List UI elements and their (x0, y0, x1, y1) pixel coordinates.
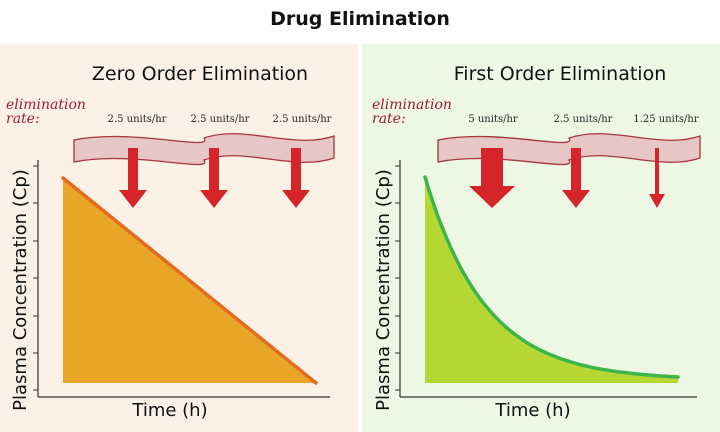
first-order-arrow-3 (649, 148, 665, 208)
zero-order-line (61, 176, 318, 385)
first-order-y-axis-label: Plasma Concentration (Cp) (373, 169, 394, 411)
first-order-rate-band (437, 133, 701, 166)
first-order-curve (423, 175, 680, 379)
first-order-rate-2: 2.5 units/hr (553, 114, 613, 125)
zero-order-rate-3: 2.5 units/hr (272, 114, 332, 125)
first-order-rate-3: 1.25 units/hr (633, 114, 699, 125)
first-order-arrow-1 (469, 148, 515, 208)
zero-order-panel-title: Zero Order Elimination (91, 63, 309, 85)
first-order-panel-title: First Order Elimination (453, 63, 667, 85)
first-order-area (425, 177, 678, 383)
first-order-rate-label: elimination rate: (372, 97, 452, 127)
zero-order-arrow-2 (200, 148, 228, 208)
first-order-rate-1: 5 units/hr (468, 114, 518, 125)
zero-order-rate-2: 2.5 units/hr (190, 114, 250, 125)
zero-order-rate-label: elimination rate: (6, 97, 86, 127)
zero-order-x-axis-label: Time (h) (132, 400, 208, 421)
zero-order-y-axis-label: Plasma Concentration (Cp) (10, 169, 31, 411)
first-order-x-axis-label: Time (h) (495, 400, 571, 421)
zero-order-arrow-3 (282, 148, 310, 208)
diagram-title: Drug Elimination (270, 8, 450, 30)
zero-order-rate-1: 2.5 units/hr (107, 114, 167, 125)
zero-order-rate-band (73, 133, 335, 166)
zero-order-arrow-1 (119, 148, 147, 208)
first-order-arrow-2 (562, 148, 590, 208)
